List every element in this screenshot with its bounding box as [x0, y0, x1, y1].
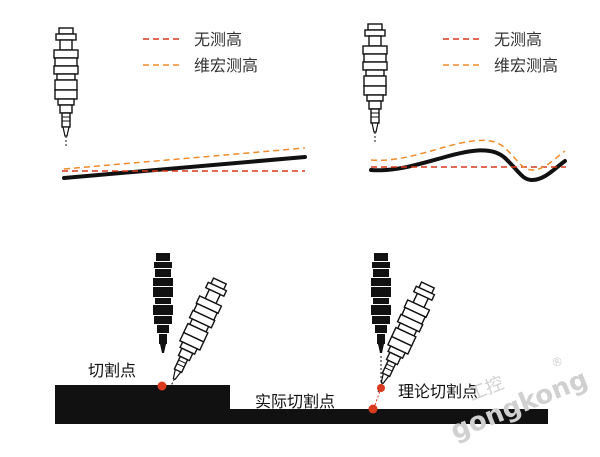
legend-label-no-height: 无测高	[194, 30, 242, 49]
watermark-en: gongkong	[446, 364, 592, 446]
laser-head-vertical-icon	[153, 253, 173, 353]
workpiece-surface	[62, 155, 307, 180]
theory-cut-point-label: 理论切割点	[398, 382, 478, 401]
laser-head-icon	[53, 27, 79, 147]
workpiece-surface	[369, 148, 567, 183]
workpiece-raised	[55, 385, 230, 424]
workpiece-lower	[228, 409, 548, 424]
actual-cut-point-marker	[368, 404, 378, 414]
theory-cut-point-marker	[377, 384, 385, 392]
stepped-workpiece	[55, 385, 548, 424]
panel-wavy-sheet: 无测高 维宏测高	[362, 23, 567, 183]
height-follow-path	[370, 139, 566, 171]
laser-head-vertical-icon	[371, 253, 391, 353]
legend-label-height: 维宏测高	[194, 56, 258, 75]
cut-point-label: 切割点	[88, 361, 136, 380]
cut-point-marker	[157, 381, 167, 391]
offset-path	[373, 387, 382, 409]
watermark-mark: ®	[549, 353, 565, 370]
legend-label-height: 维宏测高	[494, 56, 558, 75]
legend-label-no-height: 无测高	[494, 30, 542, 49]
panel-bevel-left: 切割点	[88, 253, 232, 394]
panel-flat-sheet: 无测高 维宏测高	[53, 27, 307, 180]
actual-cut-point-label: 实际切割点	[255, 392, 335, 411]
laser-head-icon	[362, 23, 388, 143]
height-follow-path	[63, 147, 306, 170]
panel-bevel-right: 实际切割点 理论切割点	[255, 253, 478, 414]
